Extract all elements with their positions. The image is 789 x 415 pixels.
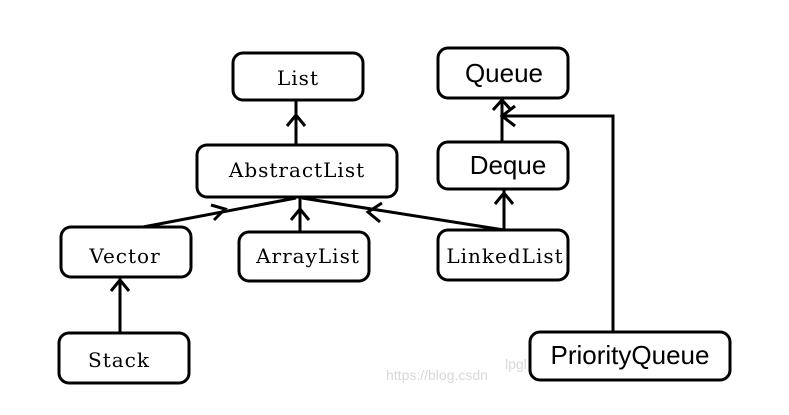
node-abstract-list-label: AbstractList (228, 158, 365, 182)
node-array-list-label: ArrayList (255, 244, 360, 268)
arrowhead-queue-from-priorityqueue (499, 104, 516, 128)
edge-linkedlist-to-abstractlist (301, 196, 505, 232)
arrowhead-queue-from-deque (491, 97, 513, 112)
watermark-fragment: lpgl (505, 356, 527, 372)
edges (109, 97, 615, 333)
node-abstract-list: AbstractList (195, 143, 399, 199)
node-list-label: List (277, 66, 319, 90)
node-vector: Vector (59, 225, 193, 279)
node-stack-label: Stack (88, 348, 150, 372)
edge-priorityqueue-to-queue (502, 114, 615, 332)
node-array-list: ArrayList (237, 230, 371, 283)
node-linked-list: LinkedList (436, 228, 570, 282)
node-list: List (231, 51, 365, 102)
arrowhead-deque-from-linkedlist (493, 190, 515, 205)
arrowhead-abstractlist-from-vector (210, 203, 228, 222)
node-priority-queue-label: PriorityQueue (551, 340, 710, 370)
node-stack: Stack (57, 331, 191, 385)
node-deque: Deque (436, 140, 570, 191)
node-priority-queue: PriorityQueue (528, 330, 732, 382)
node-queue-label: Queue (465, 58, 543, 88)
node-queue: Queue (436, 46, 570, 100)
arrowhead-vector-from-stack (109, 277, 131, 292)
arrowhead-abstractlist-from-arraylist (289, 206, 311, 221)
arrowhead-abstractlist-from-linkedlist (365, 201, 383, 224)
node-vector-label: Vector (88, 244, 160, 268)
watermark: https://blog.csdn (386, 367, 488, 383)
node-deque-label: Deque (470, 150, 547, 180)
node-linked-list-label: LinkedList (446, 244, 563, 268)
arrowhead-list (285, 112, 307, 127)
